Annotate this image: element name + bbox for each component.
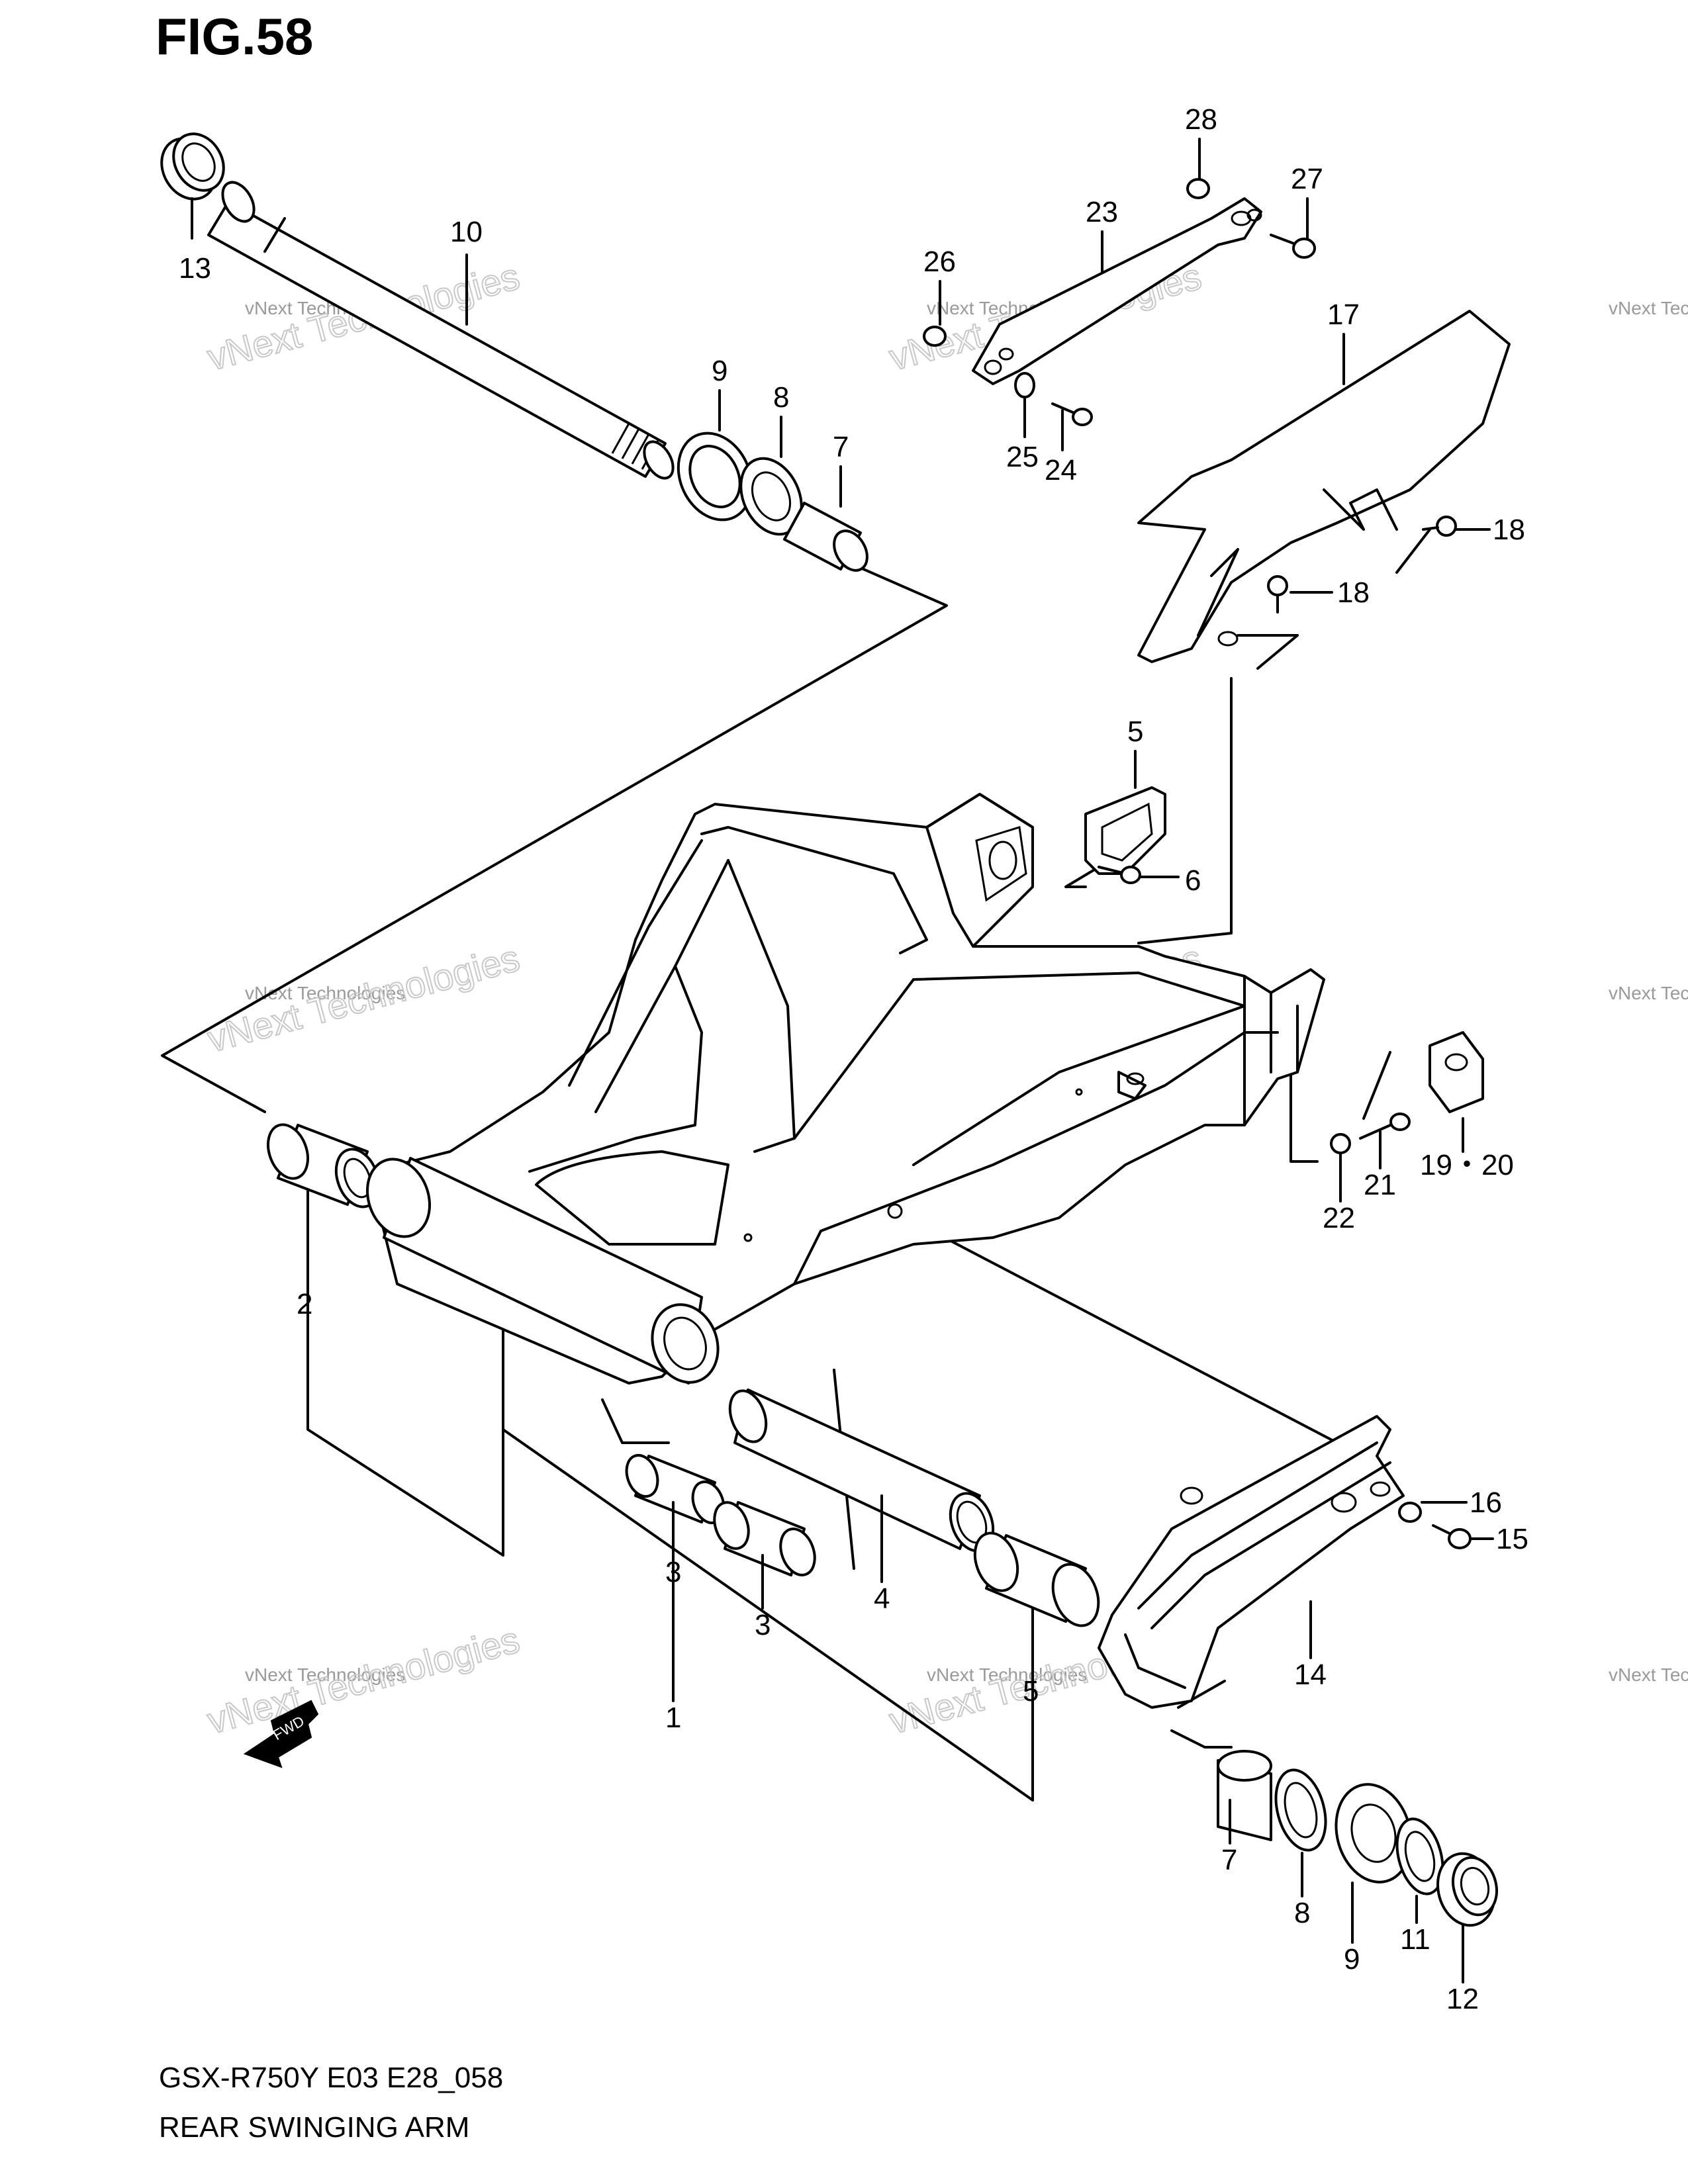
- callout-13: 13: [179, 252, 211, 285]
- callout-9: 9: [712, 355, 727, 387]
- callouts: 13 10 9 8 7 28 27 23 26 25 24 17 18 18 5…: [179, 103, 1528, 2015]
- part-8-washer-lower: [1274, 1768, 1327, 1852]
- part-23-stay: [972, 197, 1262, 385]
- callout-1: 1: [665, 1702, 681, 1734]
- part-4-sleeve: [728, 1388, 995, 1553]
- callout-21: 21: [1364, 1169, 1396, 1201]
- callout-16: 16: [1470, 1486, 1502, 1519]
- callout-8: 8: [1294, 1897, 1310, 1929]
- callout-8: 8: [773, 381, 789, 414]
- part-5-plate: [1084, 786, 1166, 875]
- part-18-screw: [1267, 575, 1288, 614]
- part-22-washer: [1330, 1133, 1351, 1154]
- part-27-bolt: [1270, 234, 1316, 259]
- callout-17: 17: [1327, 298, 1360, 331]
- watermark-text: vNext Technologies: [927, 1664, 1087, 1685]
- callout-18: 18: [1493, 514, 1525, 546]
- part-7-collar: [783, 502, 868, 572]
- footer-figure-name: REAR SWINGING ARM: [159, 2111, 470, 2144]
- callout-19-20: 19・20: [1420, 1149, 1514, 1181]
- callout-15: 15: [1496, 1523, 1528, 1555]
- callout-14: 14: [1294, 1659, 1327, 1691]
- callout-6: 6: [1185, 864, 1201, 897]
- part-17-chain-cover: [1137, 310, 1511, 663]
- figure-title: FIG.58: [156, 7, 314, 66]
- part-5-spacer: [973, 1531, 1100, 1627]
- callout-11: 11: [1400, 1923, 1430, 1956]
- part-28-nut: [1186, 178, 1210, 199]
- part-12-nut: [1436, 1852, 1498, 1927]
- part-19-20-block: [1429, 1031, 1484, 1113]
- callout-25: 25: [1006, 441, 1039, 473]
- callout-27: 27: [1291, 163, 1323, 195]
- callout-7: 7: [833, 431, 849, 463]
- part-26-nut: [923, 326, 947, 347]
- callout-9: 9: [1344, 1943, 1360, 1976]
- part-11-washer: [1395, 1817, 1444, 1895]
- part-10-pivot-shaft: [207, 181, 675, 480]
- part-24-bolt: [1051, 402, 1093, 426]
- callout-5: 5: [1127, 715, 1143, 748]
- part-7-collar-lower: [1217, 1750, 1272, 1841]
- callout-22: 22: [1323, 1202, 1355, 1234]
- watermark-text: vNext Technologies: [1609, 298, 1688, 318]
- part-25-washer: [1014, 372, 1035, 398]
- part-13-seal: [160, 132, 225, 201]
- part-3-collar-left: [625, 1454, 726, 1524]
- callout-7: 7: [1221, 1844, 1237, 1876]
- part-15-bolt: [1432, 1524, 1472, 1549]
- part-6-bolt: [1098, 866, 1141, 884]
- callout-5: 5: [1023, 1675, 1039, 1707]
- assembly-lines: [161, 528, 1431, 1801]
- part-16-washer: [1398, 1502, 1422, 1523]
- callout-2: 2: [297, 1288, 312, 1320]
- part-14-chain-guide: [1098, 1415, 1405, 1709]
- part-8-washer: [739, 457, 803, 536]
- part-18-screw: [1422, 516, 1457, 537]
- part-21-bolt: [1359, 1113, 1411, 1140]
- callout-26: 26: [923, 246, 956, 278]
- callout-12: 12: [1446, 1983, 1479, 2015]
- part-2-bushing: [267, 1123, 381, 1208]
- watermark-text: vNext Technologies: [1609, 983, 1688, 1003]
- part-3-collar-right: [713, 1501, 816, 1576]
- watermark-text: vNext Technologies: [1609, 1664, 1688, 1685]
- footer-model-code: GSX-R750Y E03 E28_058: [159, 2062, 504, 2094]
- watermark-text: vNext Technologies: [245, 1664, 405, 1685]
- callout-24: 24: [1045, 454, 1077, 486]
- callout-28: 28: [1185, 103, 1217, 136]
- swing-arm-body: [365, 793, 1325, 1385]
- fwd-arrow-icon: FWD: [243, 1700, 319, 1768]
- callout-18: 18: [1337, 576, 1370, 609]
- callout-10: 10: [450, 216, 483, 248]
- callout-4: 4: [874, 1582, 890, 1615]
- callout-3: 3: [755, 1609, 771, 1641]
- part-9-bearing: [677, 432, 753, 522]
- callout-23: 23: [1086, 196, 1118, 228]
